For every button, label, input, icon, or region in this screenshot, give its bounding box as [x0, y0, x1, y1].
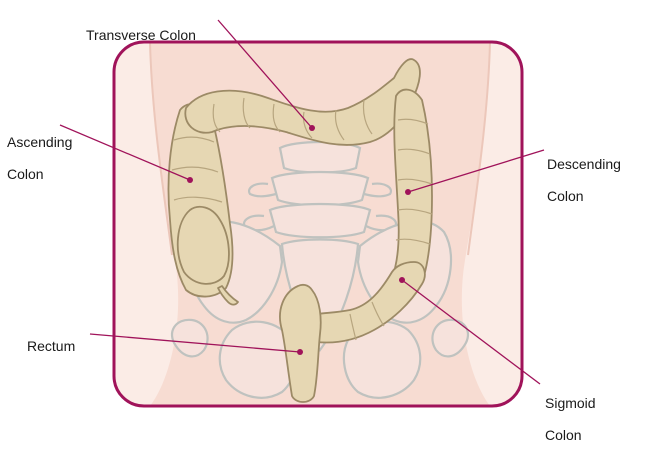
label-transverse-colon: Transverse Colon — [86, 11, 196, 59]
label-rectum: Rectum — [27, 322, 75, 370]
label-sigmoid-colon: Sigmoid Colon — [545, 379, 596, 459]
label-descending-colon: Descending Colon — [547, 140, 621, 220]
label-ascending-colon: Ascending Colon — [7, 118, 72, 198]
